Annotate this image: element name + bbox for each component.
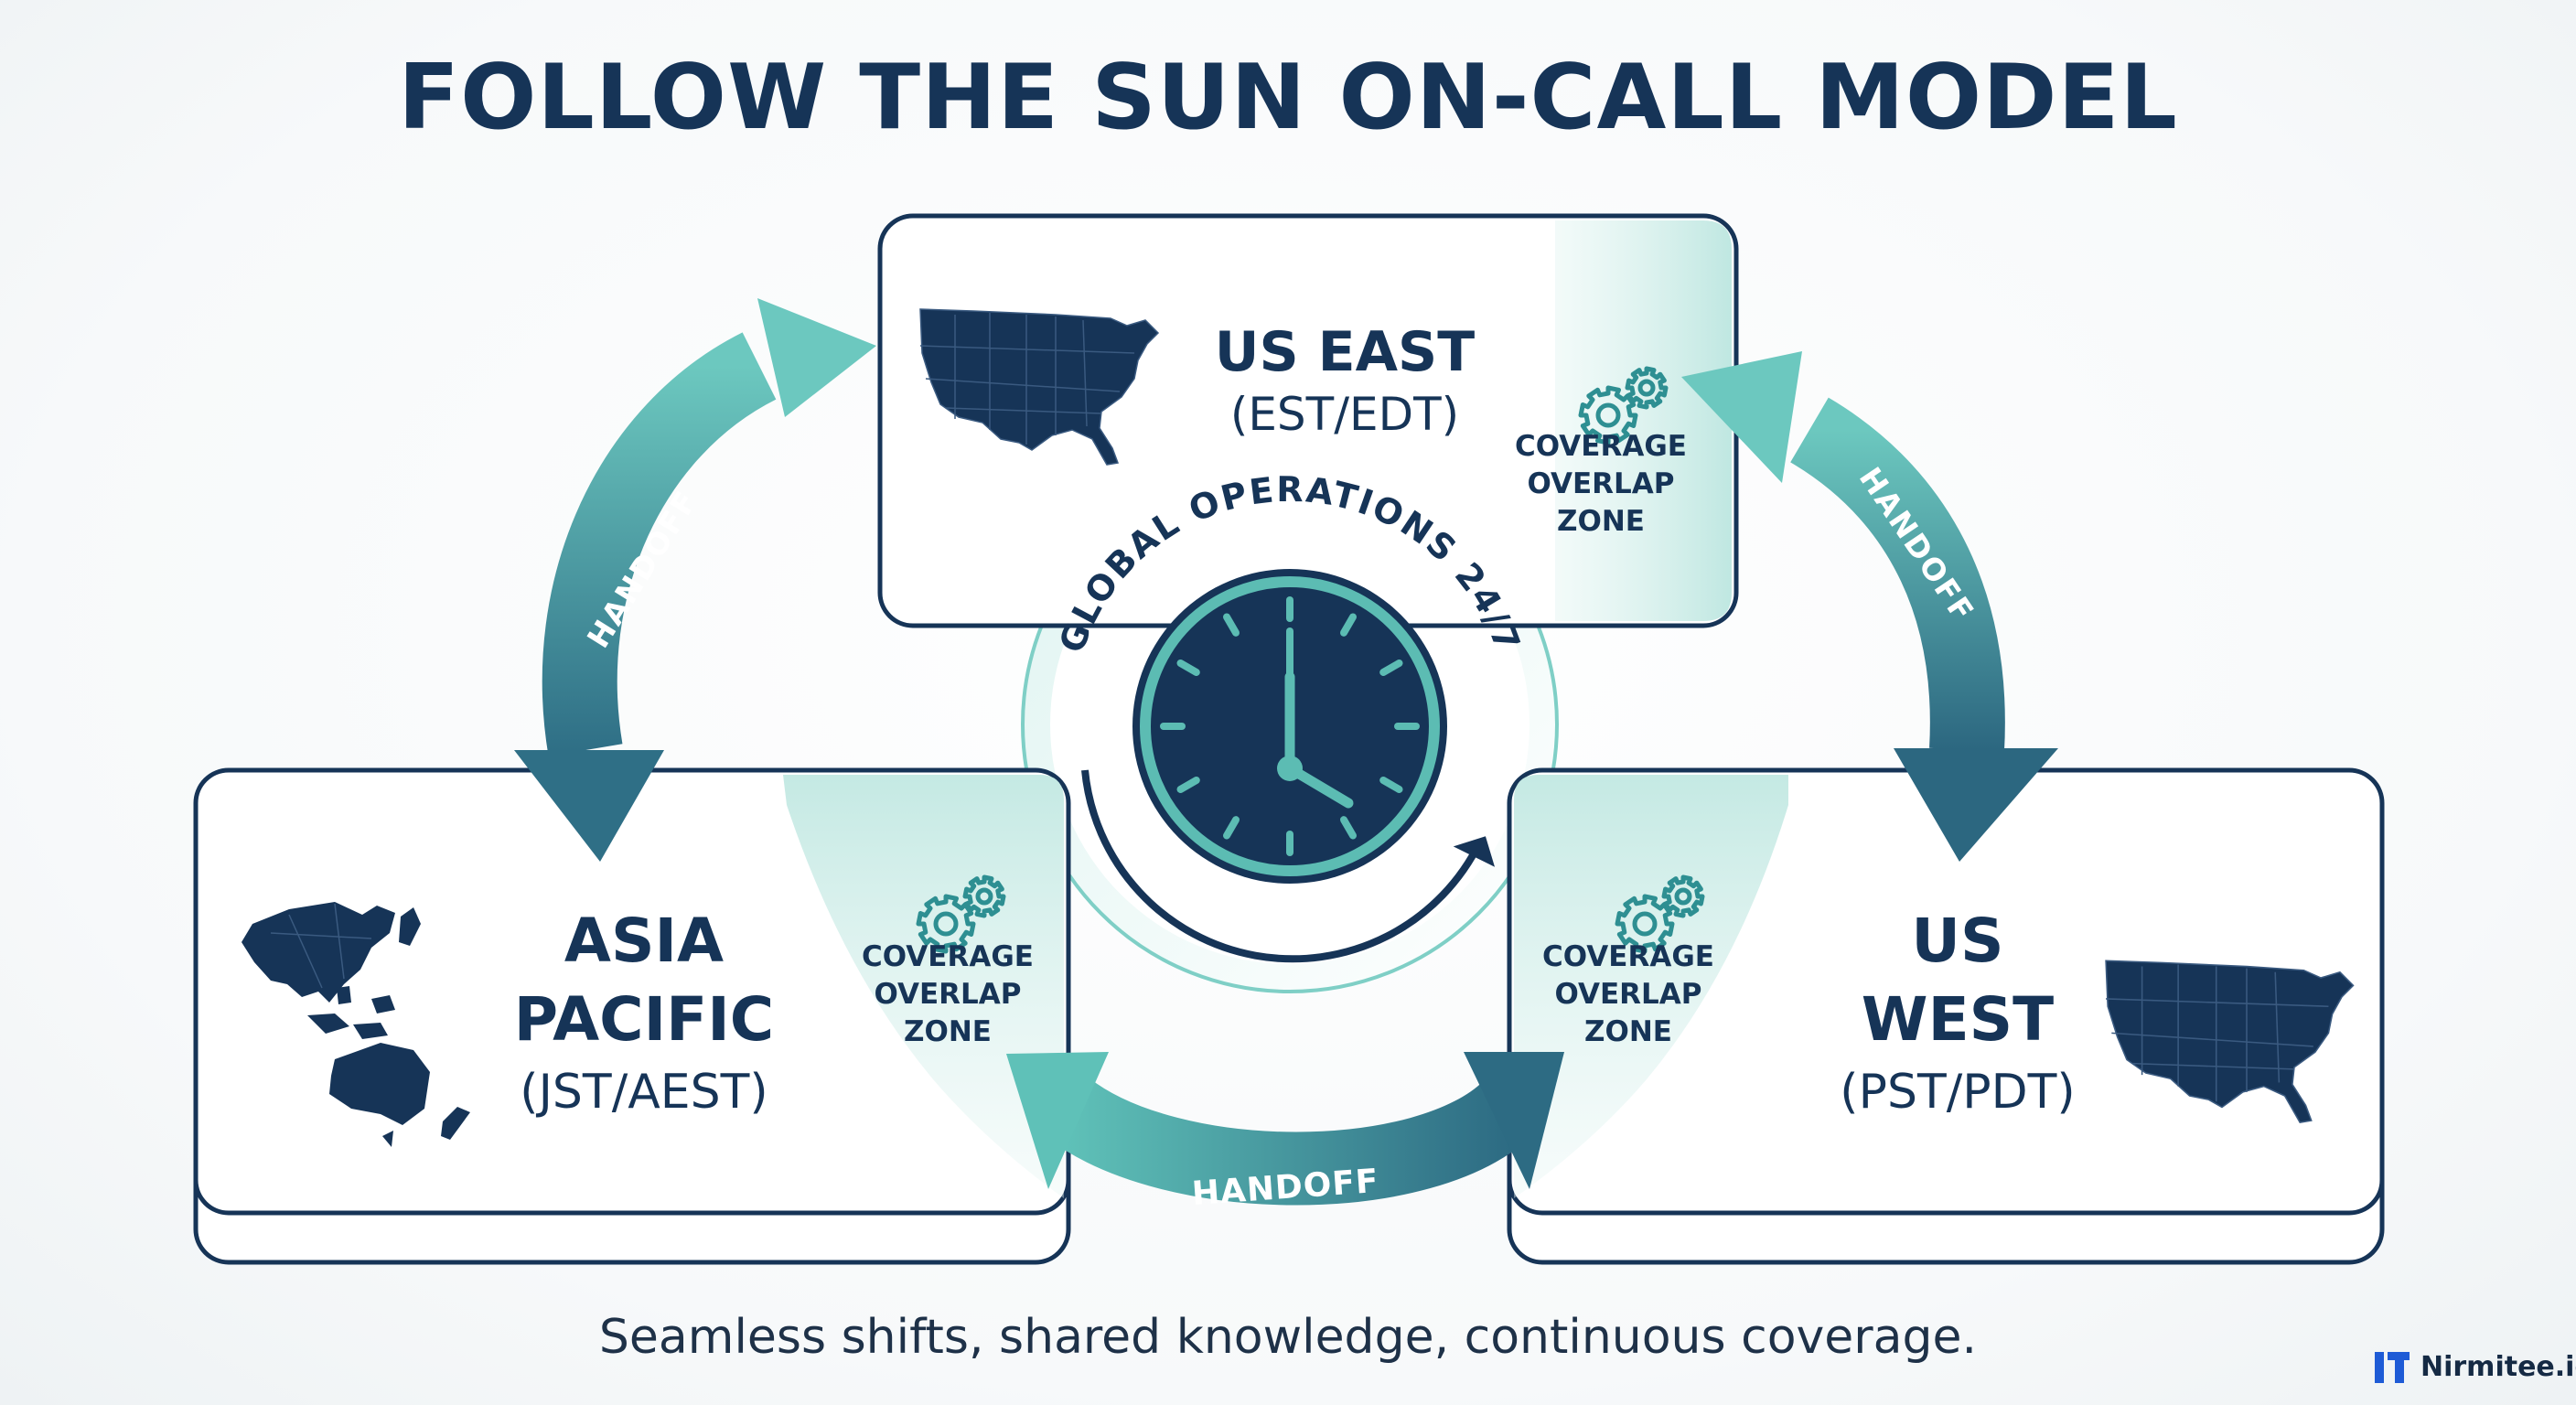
clock-tick bbox=[1223, 613, 1240, 637]
us-east-overlap-zone bbox=[1555, 220, 1732, 621]
us-east-name: US EAST bbox=[1214, 320, 1476, 384]
overlap-line2: OVERLAP bbox=[1527, 467, 1675, 500]
asia-pacific-name-line2: PACIFIC bbox=[513, 984, 775, 1055]
brand-mark-icon bbox=[2375, 1348, 2411, 1385]
us-east-timezone: (EST/EDT) bbox=[1229, 388, 1460, 441]
asia-pacific-map-icon bbox=[242, 902, 470, 1147]
asia-pacific-name-line1: ASIA bbox=[564, 906, 724, 976]
clock-tick bbox=[1176, 777, 1200, 793]
page-title: FOLLOW THE SUN ON-CALL MODEL bbox=[398, 46, 2178, 150]
overlap-zone-label-top: COVERAGE OVERLAP ZONE bbox=[1482, 428, 1720, 541]
us-west-name-line2: WEST bbox=[1861, 984, 2055, 1055]
clock-tick bbox=[1223, 816, 1240, 840]
gear-shape bbox=[1625, 366, 1669, 410]
clock-tick bbox=[1340, 613, 1357, 637]
gear-shape bbox=[916, 894, 976, 954]
gears-icon bbox=[1578, 366, 1669, 445]
gear-hole bbox=[1674, 887, 1692, 906]
gear-shape bbox=[962, 874, 1006, 918]
asia-pacific-overlap-zone bbox=[783, 775, 1064, 1198]
overlap-line1: COVERAGE bbox=[862, 940, 1034, 973]
us-west-name-line1: US bbox=[1911, 906, 2004, 976]
gears-icon bbox=[1615, 874, 1705, 954]
gear-hole bbox=[1595, 402, 1621, 428]
gear-hole bbox=[1637, 379, 1656, 397]
gear-shape bbox=[1615, 894, 1675, 954]
tagline: Seamless shifts, shared knowledge, conti… bbox=[598, 1310, 1978, 1365]
clock-tick bbox=[1176, 660, 1200, 676]
gear-hole bbox=[975, 887, 993, 906]
overlap-zone-label-right: COVERAGE OVERLAP ZONE bbox=[1509, 938, 1747, 1051]
gear-shape bbox=[1578, 385, 1638, 445]
gear-hole bbox=[933, 911, 959, 937]
us-west-box bbox=[1507, 767, 2385, 1265]
overlap-line1: COVERAGE bbox=[1542, 940, 1714, 973]
overlap-line3: ZONE bbox=[1584, 1015, 1672, 1048]
clock-tick bbox=[1379, 777, 1403, 793]
gear-shape bbox=[1661, 874, 1705, 918]
overlap-line2: OVERLAP bbox=[874, 978, 1022, 1011]
clock-tick bbox=[1340, 816, 1357, 840]
overlap-line2: OVERLAP bbox=[1554, 978, 1702, 1011]
handoff-arrow-left bbox=[514, 298, 876, 862]
gears-icon bbox=[916, 874, 1006, 954]
brand-logo: Nirmitee.io bbox=[2375, 1348, 2576, 1385]
us-west-timezone: (PST/PDT) bbox=[1840, 1065, 2076, 1120]
handoff-arrow-bottom bbox=[1006, 1052, 1564, 1206]
overlap-zone-label-left: COVERAGE OVERLAP ZONE bbox=[829, 938, 1067, 1051]
brand-name: Nirmitee.io bbox=[2420, 1350, 2576, 1383]
us-map-icon bbox=[919, 308, 1160, 466]
clock-icon bbox=[1081, 569, 1495, 963]
us-map-icon bbox=[2105, 960, 2355, 1123]
asia-pacific-timezone: (JST/AEST) bbox=[520, 1065, 768, 1120]
gear-hole bbox=[1632, 911, 1658, 937]
overlap-line1: COVERAGE bbox=[1515, 430, 1687, 463]
handoff-arrow-right bbox=[1681, 351, 2058, 862]
us-west-overlap-zone bbox=[1514, 775, 1788, 1198]
overlap-line3: ZONE bbox=[904, 1015, 992, 1048]
overlap-line3: ZONE bbox=[1557, 505, 1645, 538]
clock-tick bbox=[1379, 660, 1403, 676]
